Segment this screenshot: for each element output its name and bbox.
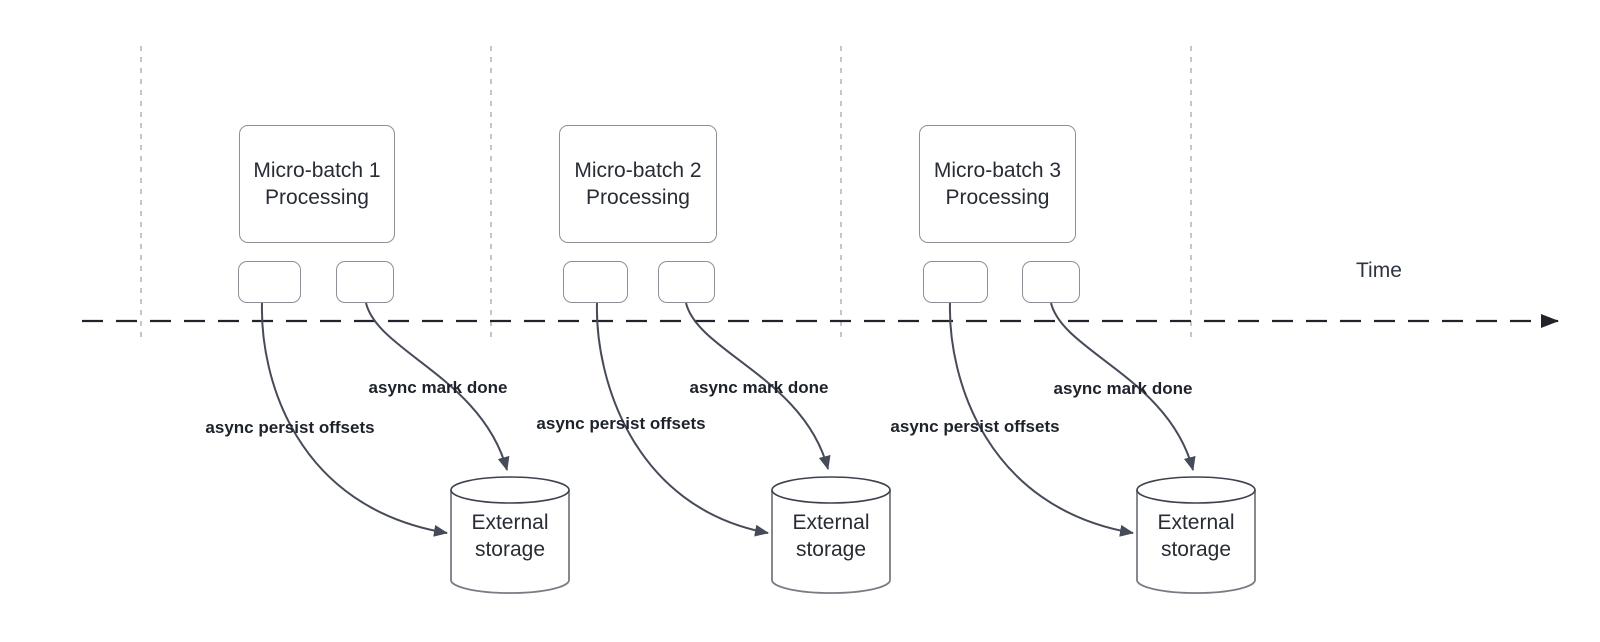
micro-batch-2-label-line2: Processing [586,186,690,209]
external-storage-cylinder-1 [450,476,570,594]
mark-done-arrow-3 [1050,302,1196,471]
micro-batch-3-label-line2: Processing [945,186,1050,209]
micro-batch-3-box: Micro-batch 3 Processing [919,125,1076,243]
mark-done-arrow-1 [365,302,510,471]
persist-offsets-arrow-1 [260,302,448,537]
storage-label-3: External storage [1157,511,1235,561]
persist-offsets-arrow-3 [948,302,1134,537]
mark-done-task-box-3 [1022,261,1080,303]
persist-task-box-2 [563,261,628,303]
persist-offsets-label-3: async persist offsets [890,417,1060,436]
micro-batch-3-label-line1: Micro-batch 3 [933,159,1062,182]
time-label: Time [1356,259,1402,282]
persist-offsets-arrow-2 [595,302,769,537]
external-storage-cylinder-2 [771,476,891,594]
micro-batch-1-box: Micro-batch 1 Processing [239,125,395,243]
mark-done-task-box-1 [336,261,394,303]
mark-done-task-box-2 [658,261,715,303]
external-storage-cylinder-3 [1136,476,1256,594]
persist-offsets-label-1: async persist offsets [205,418,375,437]
mark-done-arrow-2 [685,302,831,470]
micro-batch-1-label-line2: Processing [265,186,369,209]
storage-label-1: External storage [471,511,549,561]
mark-done-label-3: async mark done [1053,379,1193,398]
persist-task-box-3 [923,261,988,303]
storage-label-2: External storage [792,511,870,561]
mark-done-label-1: async mark done [368,378,508,397]
micro-batch-2-label-line1: Micro-batch 2 [574,159,702,182]
persist-task-box-1 [238,261,301,303]
micro-batch-1-label-line1: Micro-batch 1 [253,159,381,182]
micro-batch-2-box: Micro-batch 2 Processing [559,125,717,243]
persist-offsets-label-2: async persist offsets [536,414,706,433]
mark-done-label-2: async mark done [689,378,829,397]
